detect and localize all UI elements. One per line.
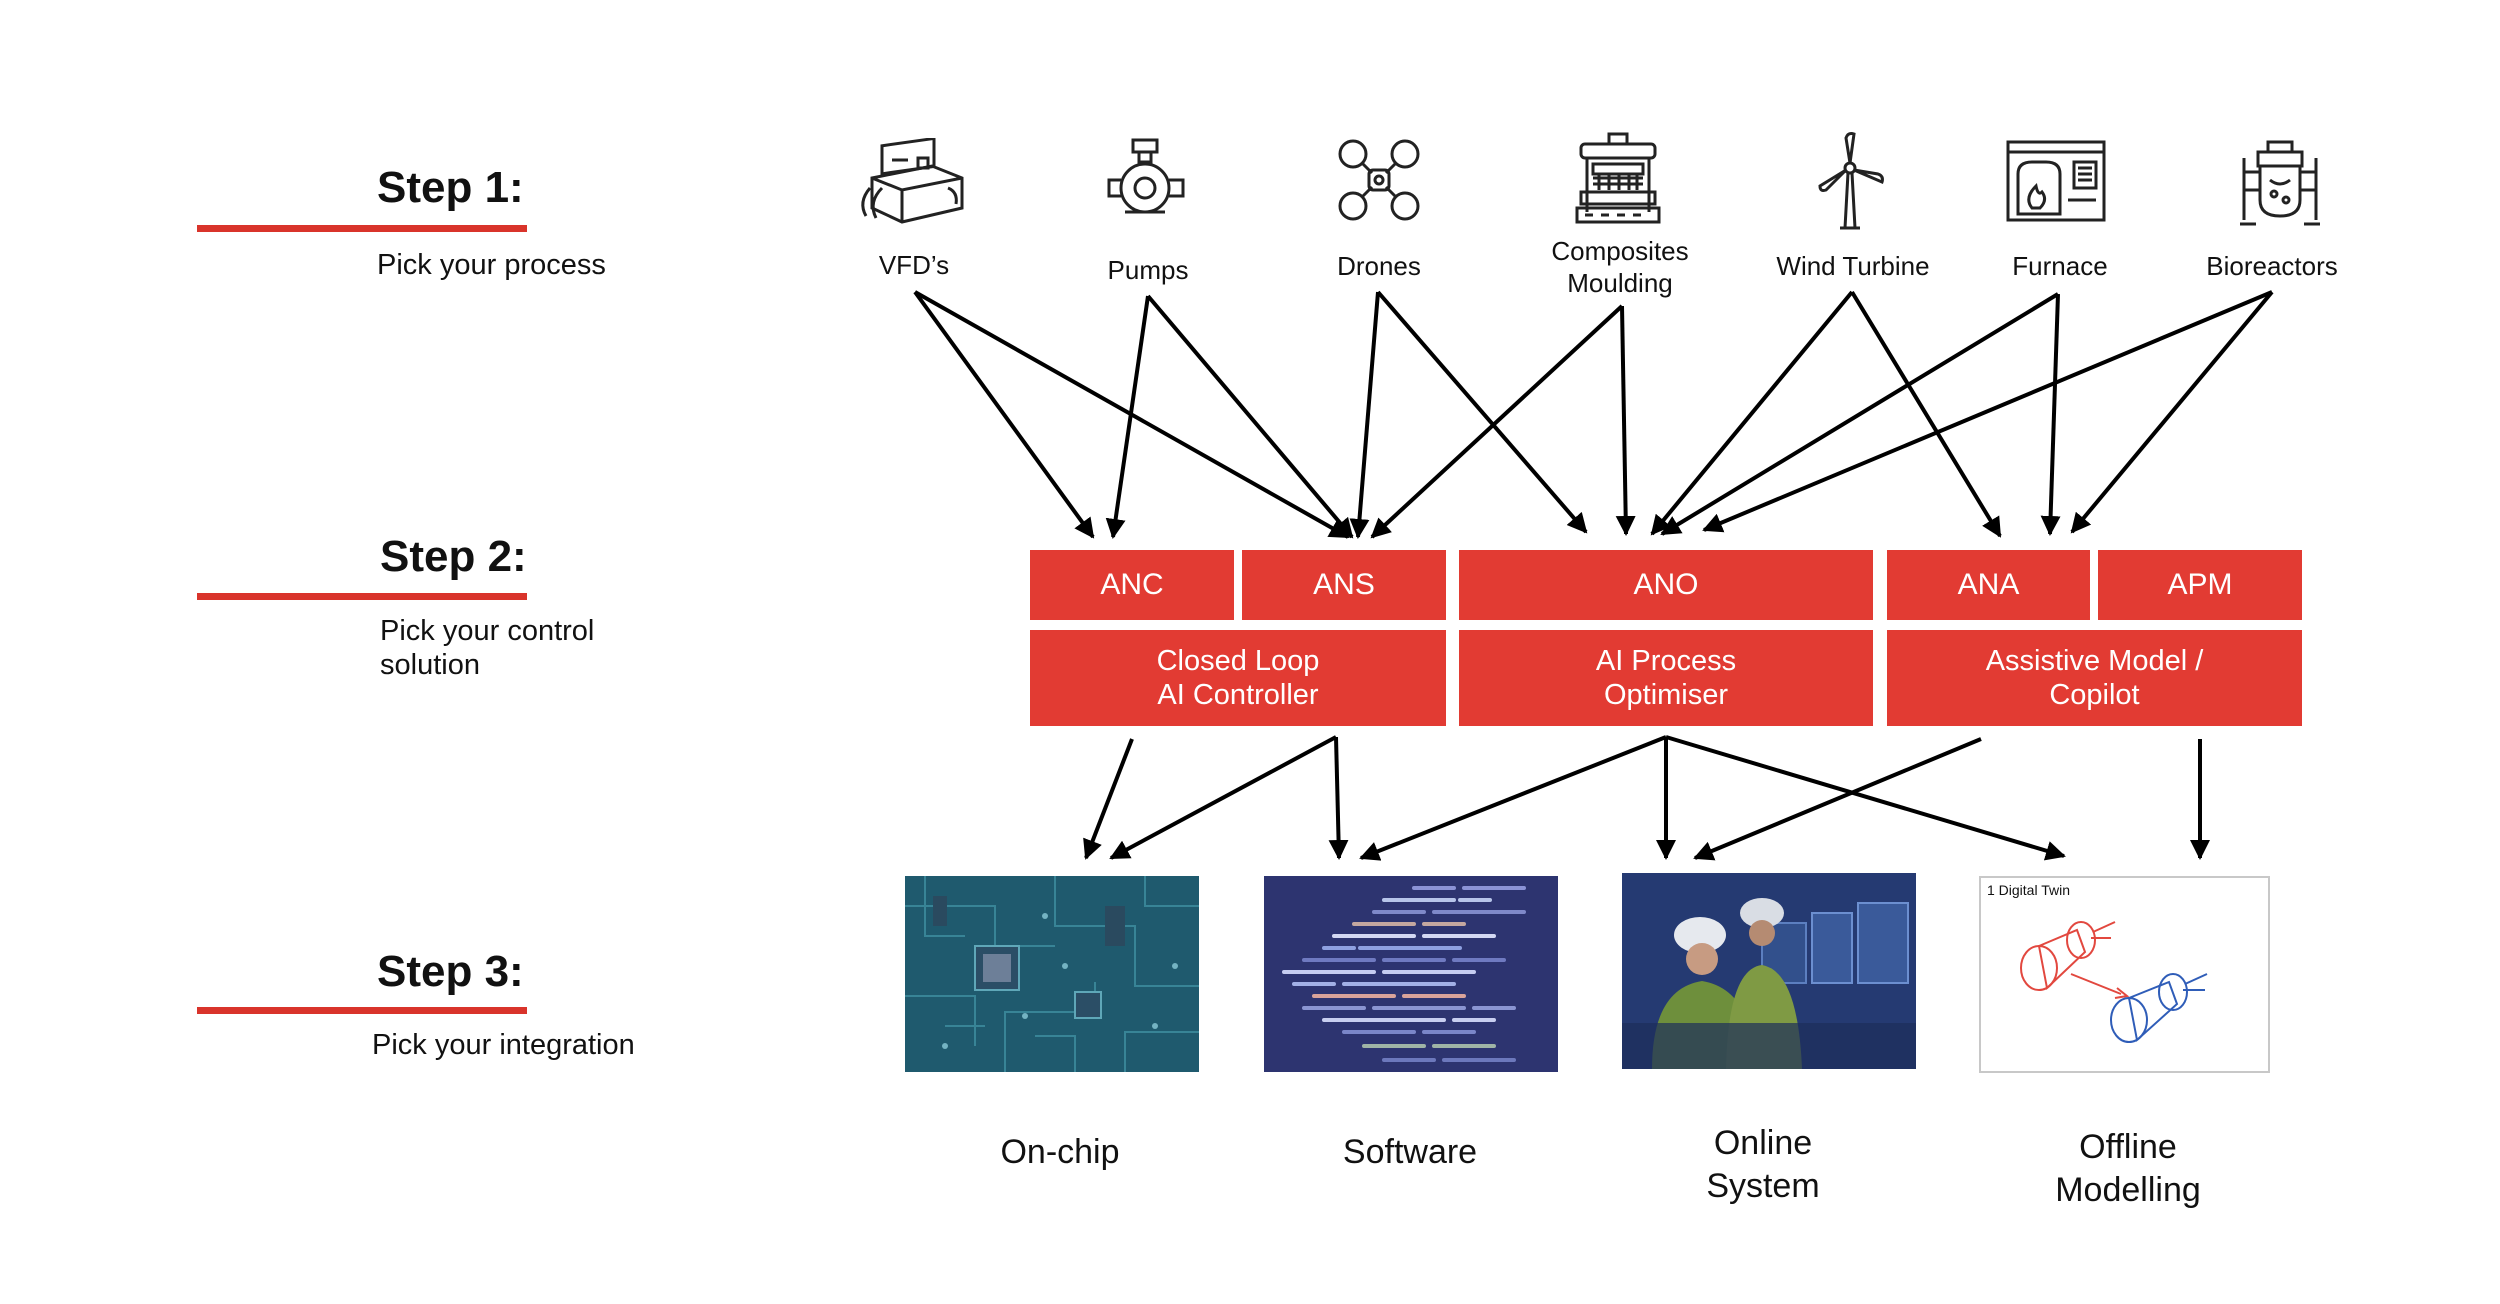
arrow-optimiser-to-software (1359, 735, 1667, 861)
press-icon (1575, 132, 1661, 224)
arrow-vfd-to-anc (913, 290, 1095, 539)
arrow-pumps-to-ans (1146, 294, 1354, 539)
step-2-title: Step 2: (380, 532, 527, 581)
furnace-icon (2006, 140, 2106, 222)
arrow-furnace-to-ano (1660, 292, 2060, 536)
digital-twin-caption: 1 Digital Twin (1987, 882, 2071, 898)
process-wind-turbine-label[interactable]: Wind Turbine (1776, 251, 1930, 281)
step-3-rule (197, 1007, 527, 1014)
arrow-optimiser-to-offline (1665, 735, 2066, 861)
solution-ana-box[interactable]: ANA (1887, 550, 2090, 620)
arrow-composites-to-ans (1370, 304, 1624, 539)
drone-icon (1338, 139, 1420, 221)
arrow-closed-loop-to-onchip-a (1083, 738, 1134, 860)
wind-turbine-icon (1818, 132, 1884, 230)
solution-ans-box[interactable]: ANS (1242, 550, 1446, 620)
process-composites-label[interactable]: Composites Moulding (1551, 236, 1689, 298)
solution-anc-box[interactable]: ANC (1030, 550, 1234, 620)
arrow-wind-to-ana (1850, 290, 2002, 538)
arrow-closed-loop-to-onchip-b (1109, 735, 1337, 860)
digital-twin-diagram (2020, 921, 2208, 1043)
step-2-rule (197, 593, 527, 600)
digital-twin-image: 1 Digital Twin (1979, 876, 2270, 1073)
step-3-title: Step 3: (377, 947, 524, 996)
process-pumps-label[interactable]: Pumps (1107, 255, 1189, 285)
control-room-engineers-image (1622, 873, 1916, 1069)
group-assistive-model-box[interactable]: Assistive Model / Copilot (1887, 630, 2302, 726)
integration-offline-modelling-label[interactable]: Offline Modelling (2055, 1128, 2201, 1209)
solution-apm-box[interactable]: APM (2098, 550, 2302, 620)
integration-online-system-label[interactable]: Online System (1706, 1124, 1820, 1205)
group-closed-loop-box[interactable]: Closed Loop AI Controller (1030, 630, 1446, 726)
pump-icon (1107, 138, 1185, 214)
process-vfd-label[interactable]: VFD’s (878, 250, 950, 280)
arrow-closed-loop-to-software (1328, 736, 1349, 860)
arrow-pumps-to-anc (1105, 295, 1150, 539)
step-1-rule (197, 225, 527, 232)
arrow-bioreactors-to-ano (1702, 290, 2273, 533)
arrow-furnace-to-ana (2040, 293, 2061, 536)
integration-software-label[interactable]: Software (1342, 1133, 1478, 1171)
step-2-subtitle: Pick your control solution (380, 615, 595, 681)
bioreactor-icon (2240, 140, 2320, 226)
step-3-subtitle: Pick your integration (372, 1029, 635, 1061)
group-process-optimiser-box[interactable]: AI Process Optimiser (1459, 630, 1873, 726)
process-bioreactors-label[interactable]: Bioreactors (2206, 251, 2338, 281)
motor-drive-icon (861, 138, 964, 224)
arrow-assistive-to-online (1693, 737, 1982, 861)
source-code-image (1264, 876, 1558, 1072)
step-1-title: Step 1: (377, 163, 524, 212)
step-1-subtitle: Pick your process (377, 249, 606, 281)
circuit-board-image (905, 876, 1199, 1072)
arrow-bioreactors-to-ana (2070, 290, 2274, 534)
arrow-drones-to-ano (1376, 290, 1588, 534)
arrow-wind-to-ano (1650, 290, 1854, 536)
solution-ano-box[interactable]: ANO (1459, 550, 1873, 620)
arrow-drones-to-ans (1349, 291, 1380, 539)
arrow-composites-to-ano (1615, 305, 1636, 536)
process-furnace-label[interactable]: Furnace (2012, 251, 2108, 281)
process-drones-label[interactable]: Drones (1337, 251, 1421, 281)
integration-onchip-label[interactable]: On-chip (1000, 1133, 1120, 1171)
